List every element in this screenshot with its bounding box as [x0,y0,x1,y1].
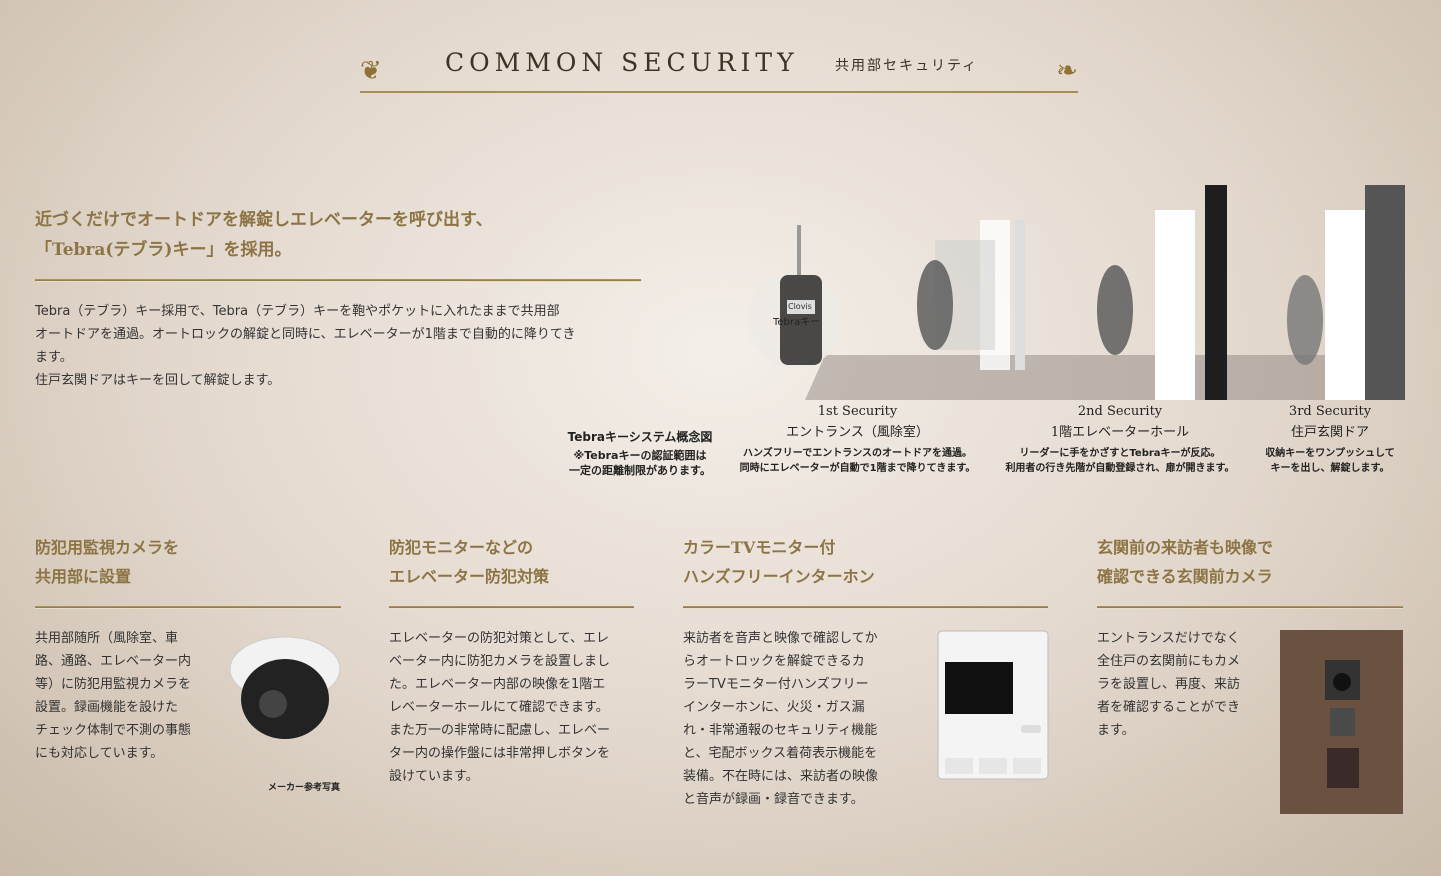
ornament-right-icon: ❧ [1056,56,1078,86]
step-place: 1階エレベーターホール [1050,425,1190,440]
feature-heading: 確認できる玄関前カメラ [1097,567,1273,586]
caption-note: 一定の距離制限があります。 [569,464,711,477]
caption-title: Tebraキーシステム概念図 [567,430,713,444]
body-line: 等）に防犯用監視カメラを [35,677,192,692]
step-1: 1st Security エントランス（風除室） ハンズフリーでエントランスのオ… [735,401,980,476]
headline-line: 近づくだけでオートドアを解錠しエレベーターを呼び出す、 [35,210,493,230]
body-line: ます。 [1097,723,1135,738]
step-place: エントランス（風除室） [786,425,929,440]
intercom-photo [937,630,1049,780]
header-rule [360,91,1078,93]
step-place: 住戸玄関ドア [1290,425,1369,440]
body-line: 路、通路、エレベーター内 [35,654,192,669]
body-line: ベーター内に防犯カメラを設置しまし [389,654,611,669]
body-line: 装備。不在時には、来訪者の映像 [683,769,879,784]
title-jp: 共用部セキュリティ [835,58,979,74]
body-line: と、宅配ボックス着荷表示機能を [683,746,878,761]
body-line: オートドアを通過。オートロックの解錠と同時に、エレベーターが1階まで自動的に降り… [35,327,576,342]
body-line: チェック体制で不測の事態 [35,723,192,738]
step-desc: 同時にエレベーターが自動で1階まで降りてきます。 [739,463,976,474]
feature-heading: 防犯用監視カメラを [35,538,180,557]
photo-caption: メーカー参考写真 [268,783,341,793]
body-line: インターホンに、火災・ガス漏 [683,700,865,715]
body-line: 来訪者を音声と映像で確認してか [683,631,878,646]
body-line: 設置。録画機能を設けた [35,700,179,715]
security-illustration [747,185,1405,400]
body-line: ラーTVモニター付ハンズフリー [683,677,869,692]
body-line: 共用部随所（風除室、車 [35,631,179,646]
body-line: た。エレベーター内部の映像を1階エ [389,677,606,692]
body-line: 者を確認することができ [1097,700,1241,715]
headline-line: 「Tebra(テブラ)キー」を採用。 [35,240,292,260]
ornament-left-icon: ❦ [360,56,382,86]
step-desc: リーダーに手をかざすとTebraキーが反応。 [1019,448,1221,459]
diagram-caption: Tebraキーシステム概念図 ※Tebraキーの認証範囲は 一定の距離制限があり… [565,430,715,478]
feature-door-camera: 玄関前の来訪者も映像で確認できる玄関前カメラ エントランスだけでなく全住戸の玄関… [1097,533,1403,814]
body-line: Tebra（テブラ）キー採用で、Tebra（テブラ）キーを鞄やポケットに入れたま… [35,304,560,319]
feature-heading: 玄関前の来訪者も映像で [1097,538,1274,557]
step-desc: 収納キーをワンプッシュして [1265,448,1395,459]
step-number: 3rd Security [1288,404,1372,419]
body-line: 住戸玄関ドアはキーを回して解錠します。 [35,373,281,388]
feature-heading: ハンズフリーインターホン [683,567,875,586]
section-header: ❦ COMMON SECURITY 共用部セキュリティ ❧ [360,40,1078,95]
intro-headline: 近づくだけでオートドアを解錠しエレベーターを呼び出す、 「Tebra(テブラ)キ… [35,205,493,265]
door-camera-photo [1280,630,1403,814]
body-line: 全住戸の玄関前にもカメ [1097,654,1241,669]
body-line: れ・非常通報のセキュリティ機能 [683,723,878,738]
key-label: Tebraキー [773,317,821,328]
step-desc: 利用者の行き先階が自動登録され、扉が開きます。 [1005,463,1235,474]
intro-body: Tebra（テブラ）キー採用で、Tebra（テブラ）キーを鞄やポケットに入れたま… [35,300,655,392]
body-line: にも対応しています。 [35,746,164,761]
feature-intercom: カラーTVモニター付ハンズフリーインターホン 来訪者を音声と映像で確認してからオ… [683,533,1049,811]
step-desc: ハンズフリーでエントランスのオートドアを通過。 [743,448,972,459]
body-line: ラを設置し、再度、来訪 [1097,677,1241,692]
body-line: らオートロックを解錠できるカ [683,654,865,669]
body-line: ター内の操作盤には非常押しボタンを [389,746,611,761]
feature-heading: エレベーター防犯対策 [389,567,550,586]
key-brand: Clovis [788,302,812,311]
caption-note: ※Tebraキーの認証範囲は [573,449,707,462]
step-desc: キーを出し、解錠します。 [1270,463,1390,474]
title-en: COMMON SECURITY [445,48,799,77]
step-3: 3rd Security 住戸玄関ドア 収納キーをワンプッシュして キーを出し、… [1255,401,1405,476]
body-line: 設けています。 [389,769,479,784]
body-line: エレベーターの防犯対策として、エレ [389,631,609,646]
feature-heading: カラーTVモニター付 [683,538,836,557]
dome-camera-photo [229,636,341,739]
step-number: 2nd Security [1077,404,1163,419]
body-line: と音声が録画・録音できます。 [683,792,864,807]
body-line: ます。 [35,350,73,365]
feature-heading: 共用部に設置 [35,567,132,586]
feature-elevator: 防犯モニターなどのエレベーター防犯対策 エレベーターの防犯対策として、エレベータ… [389,533,634,788]
body-line: エントランスだけでなく [1097,631,1240,646]
feature-camera: 防犯用監視カメラを共用部に設置 共用部随所（風除室、車路、通路、エレベーター内等… [35,533,341,793]
step-number: 1st Security [817,404,898,419]
step-2: 2nd Security 1階エレベーターホール リーダーに手をかざすとTebr… [1000,401,1240,476]
tebra-diagram: Tebraキー Clovis [745,180,1405,400]
body-line: また万一の非常時に配慮し、エレベー [389,723,611,738]
body-line: レベーターホールにて確認できます。 [389,700,609,715]
divider [35,279,641,282]
feature-heading: 防犯モニターなどの [389,538,534,557]
